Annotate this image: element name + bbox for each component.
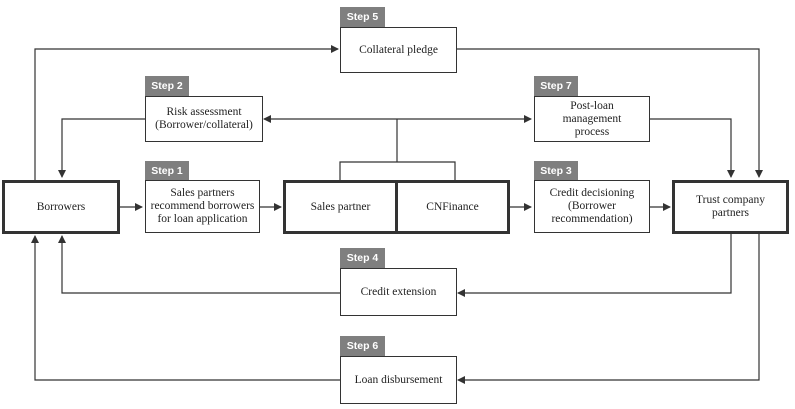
line-split-top: [339, 161, 456, 180]
credit-decisioning-box: Credit decisioning (Borrower recommendat…: [534, 180, 650, 233]
step5-tag: Step 5: [340, 7, 385, 27]
arrow-loan-disbursement-to-borrowers: [31, 235, 340, 381]
step6-tag: Step 6: [340, 336, 385, 356]
arrow-credit-extension-to-borrowers: [58, 235, 340, 294]
loan-disbursement-box: Loan disbursement: [340, 356, 457, 404]
arrow-postloan-to-trust: [650, 118, 735, 178]
step2-tag: Step 2: [145, 76, 189, 96]
sales-partner-label: Sales partner: [310, 200, 371, 213]
collateral-pledge-label: Collateral pledge: [359, 43, 438, 56]
step3-tag: Step 3: [534, 161, 578, 180]
step1-tag: Step 1: [145, 161, 189, 180]
sales-partner-box: Sales partner: [283, 180, 398, 234]
risk-assessment-label: Risk assessment (Borrower/collateral): [155, 106, 253, 131]
post-loan-management-box: Post-loan management process: [534, 96, 650, 142]
step4-tag: Step 4: [340, 248, 385, 268]
collateral-pledge-box: Collateral pledge: [340, 27, 457, 73]
arrow-collateral-to-trust: [457, 48, 763, 178]
sales-partners-recommend-box: Sales partners recommend borrowers for l…: [145, 180, 260, 233]
cnfinance-label: CNFinance: [426, 200, 479, 213]
trust-company-partners-label: Trust company partners: [696, 194, 765, 219]
sales-partners-recommend-label: Sales partners recommend borrowers for l…: [150, 187, 255, 225]
arrow-trust-to-credit-extension: [457, 233, 732, 297]
post-loan-management-label: Post-loan management process: [562, 99, 622, 138]
risk-assessment-box: Risk assessment (Borrower/collateral): [145, 96, 263, 142]
step7-tag: Step 7: [534, 76, 578, 96]
credit-decisioning-label: Credit decisioning (Borrower recommendat…: [549, 187, 635, 225]
credit-extension-box: Credit extension: [340, 268, 457, 316]
arrow-risk-to-borrowers: [58, 118, 145, 178]
arrow-trust-to-loan-disbursement: [457, 233, 760, 384]
loan-disbursement-label: Loan disbursement: [354, 373, 443, 386]
trust-company-partners-box: Trust company partners: [672, 180, 789, 234]
cnfinance-box: CNFinance: [398, 180, 510, 234]
credit-extension-label: Credit extension: [360, 285, 437, 298]
borrowers-label: Borrowers: [36, 200, 86, 213]
arrow-borrowers-to-collateral: [34, 45, 339, 180]
borrowers-box: Borrowers: [2, 180, 120, 234]
